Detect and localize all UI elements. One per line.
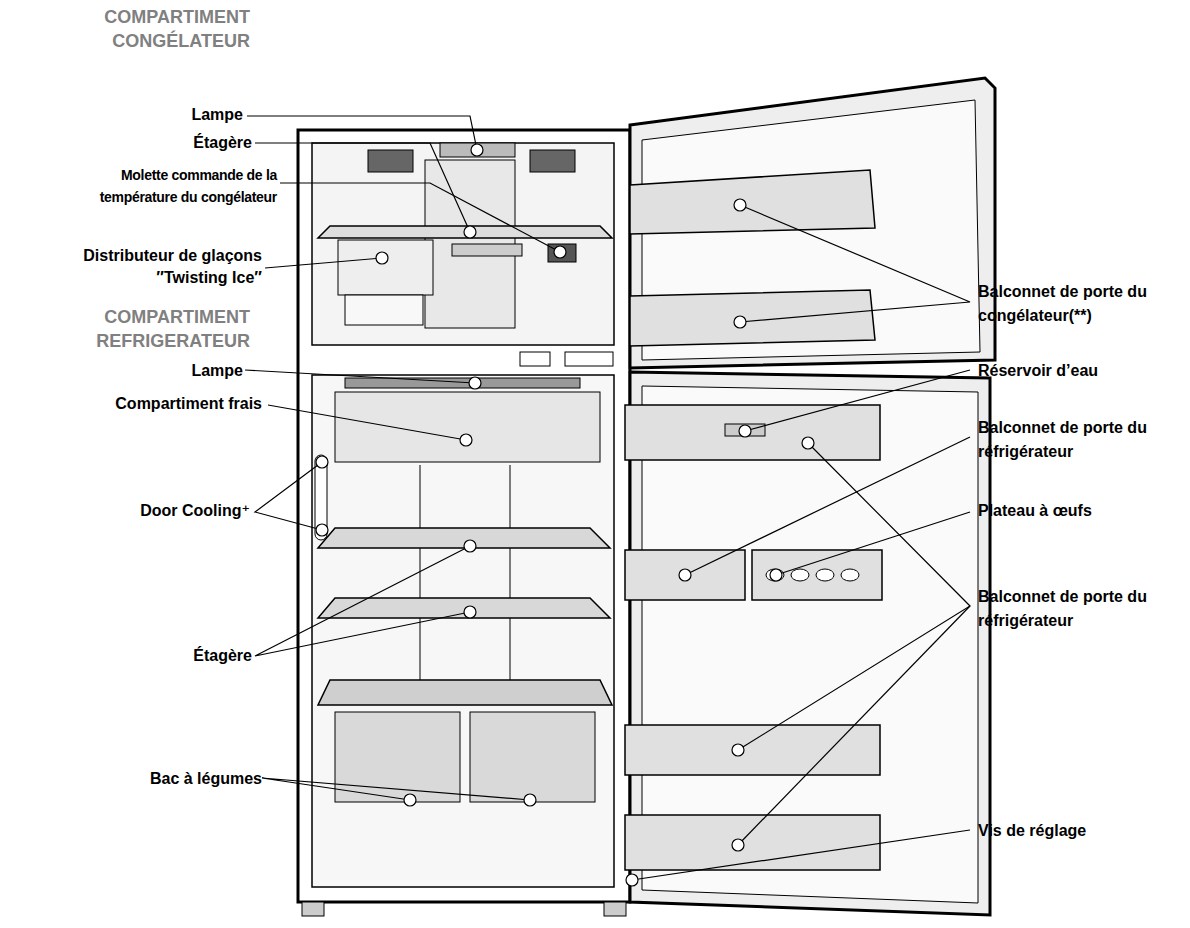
leader-line xyxy=(685,437,970,575)
leader-dot xyxy=(734,199,746,211)
leader-dot xyxy=(626,874,638,886)
part-label: Réservoir d’eau xyxy=(978,360,1158,382)
leader-line xyxy=(262,778,530,800)
leader-dot xyxy=(316,524,328,536)
part-label: Balconnet de porte du réfrigérateur xyxy=(978,416,1158,464)
fridge-lamp xyxy=(345,378,580,388)
leader-dot xyxy=(732,744,744,756)
leader-dot xyxy=(464,540,476,552)
ice-bin xyxy=(345,295,423,325)
part-label: Étagère xyxy=(12,645,252,667)
freezer-interior xyxy=(312,143,614,345)
leader-dot xyxy=(770,569,782,581)
part-label: Distributeur de glaçons ″Twisting Ice″ xyxy=(42,245,262,289)
part-label: Door Cooling⁺ xyxy=(10,500,250,522)
foot xyxy=(302,902,324,916)
leader-line xyxy=(268,405,466,440)
control-strip xyxy=(452,244,522,256)
egg-slot xyxy=(791,569,809,581)
part-label: Lampe xyxy=(3,360,243,382)
part-label: Lampe xyxy=(3,104,243,126)
leader-dot xyxy=(464,226,476,238)
leader-dot xyxy=(739,425,751,437)
part-label: Molette commande de la température du co… xyxy=(62,164,277,208)
freezer-door-bin xyxy=(630,290,875,346)
leader-dot xyxy=(471,144,483,156)
leader-dot xyxy=(460,434,472,446)
leader-line xyxy=(632,830,970,880)
cabinet xyxy=(298,130,630,902)
fresh-compartment xyxy=(335,392,600,462)
leader-line xyxy=(265,258,382,268)
freezer-door xyxy=(630,78,995,368)
leader-dot xyxy=(734,316,746,328)
leader-line xyxy=(738,443,970,750)
leader-dot xyxy=(469,377,481,389)
leader-dot xyxy=(376,252,388,264)
leader-dot xyxy=(554,246,566,258)
part-label: Compartiment frais xyxy=(22,393,262,415)
section-heading: COMPARTIMENT CONGÉLATEUR xyxy=(65,5,250,53)
leader-dot xyxy=(679,569,691,581)
freezer-shelf xyxy=(318,226,612,238)
leader-line xyxy=(740,205,970,322)
door-cooling-vent xyxy=(315,455,327,540)
crisper-drawer xyxy=(470,712,595,802)
vent xyxy=(368,150,413,172)
leader-line xyxy=(280,183,560,252)
part-label: Plateau à œufs xyxy=(978,500,1158,522)
rail xyxy=(510,465,511,680)
part-label: Balconnet de porte du congélateur(**) xyxy=(978,280,1158,328)
section-heading: COMPARTIMENT REFRIGERATEUR xyxy=(65,305,250,353)
part-label: Bac à légumes xyxy=(22,768,262,790)
leader-line xyxy=(776,512,970,575)
water-tank xyxy=(625,405,880,460)
egg-tray xyxy=(752,550,882,600)
freezer-door-bin xyxy=(630,170,875,234)
leader-line xyxy=(247,116,477,150)
water-tank-lid xyxy=(725,424,765,436)
leader-dot xyxy=(732,839,744,851)
foot xyxy=(604,902,626,916)
rail xyxy=(420,465,421,680)
hinge-plate xyxy=(565,352,613,366)
leader-line xyxy=(255,546,470,656)
part-label: Vis de réglage xyxy=(978,820,1158,842)
leader-dot xyxy=(404,794,416,806)
leader-dot xyxy=(464,606,476,618)
leader-dot xyxy=(316,456,328,468)
leader-line xyxy=(255,462,322,530)
ice-maker xyxy=(338,240,433,295)
vent xyxy=(530,150,575,172)
leader-dot xyxy=(524,794,536,806)
leader-dot xyxy=(802,437,814,449)
leader-line xyxy=(745,370,970,431)
leader-line xyxy=(738,606,970,845)
door-bin xyxy=(625,725,880,775)
part-label: Balconnet de porte du réfrigérateur xyxy=(978,585,1158,633)
fridge-interior xyxy=(312,375,614,887)
crisper-drawer xyxy=(335,712,460,802)
door-bin xyxy=(625,550,745,600)
egg-slot xyxy=(816,569,834,581)
hinge-plate xyxy=(520,352,550,366)
temperature-knob xyxy=(548,244,576,262)
leader-line xyxy=(245,370,475,383)
crisper-cover xyxy=(318,680,612,705)
freezer-lamp xyxy=(440,143,515,157)
egg-slot xyxy=(841,569,859,581)
egg-slot xyxy=(766,569,784,581)
part-label: Étagère xyxy=(12,132,252,154)
